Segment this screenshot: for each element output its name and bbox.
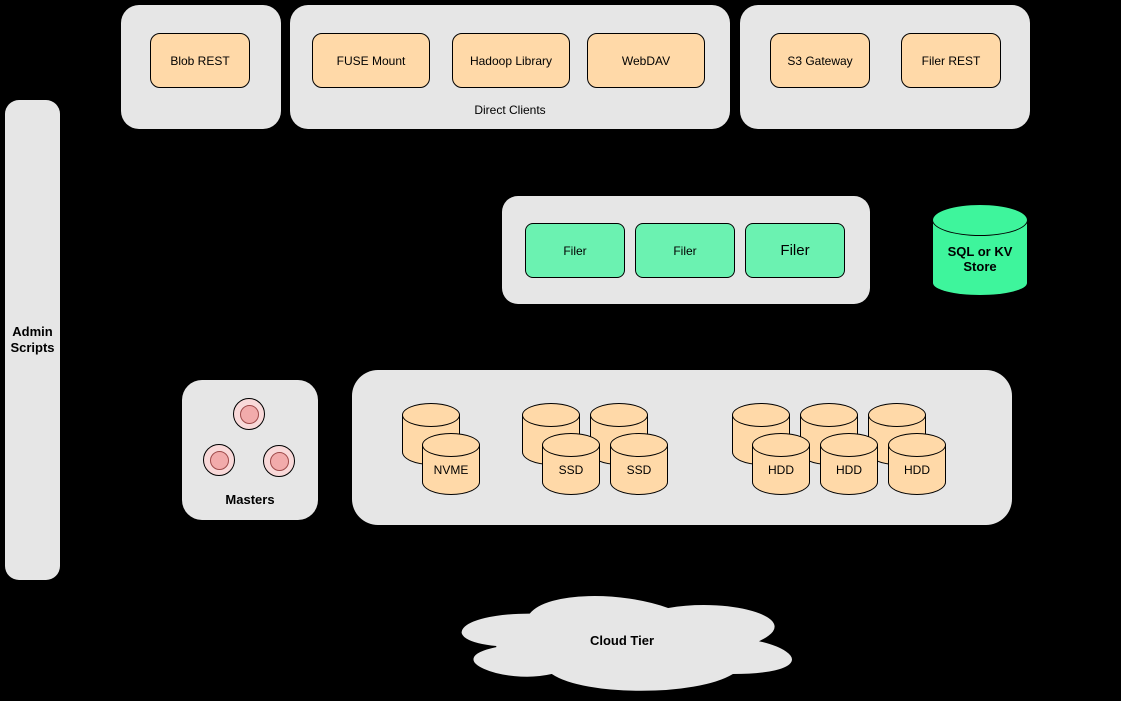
webdav-node[interactable]: WebDAV <box>587 33 705 88</box>
master-node-inner-circle <box>239 404 259 424</box>
cloud-icon <box>437 585 807 697</box>
volume-servers-group[interactable]: NVME SSD SSD <box>352 370 1012 525</box>
nvme-label: NVME <box>433 463 469 477</box>
filer-label: Filer <box>563 243 587 258</box>
cylinder-top <box>888 433 946 457</box>
hdd-cylinder[interactable]: HDD <box>820 433 878 495</box>
cylinder-top <box>542 433 600 457</box>
sql-kv-store-cylinder[interactable]: SQL or KV Store <box>932 204 1028 296</box>
hdd-label: HDD <box>904 463 930 477</box>
hadoop-library-node[interactable]: Hadoop Library <box>452 33 570 88</box>
filer-label: Filer <box>673 243 697 258</box>
filer-rest-label: Filer REST <box>921 53 981 68</box>
cylinder-top <box>732 403 790 427</box>
direct-clients-group[interactable]: FUSE Mount Hadoop Library WebDAV Direct … <box>290 5 730 129</box>
blob-rest-label: Blob REST <box>170 53 230 68</box>
cloud-tier-label: Cloud Tier <box>589 633 655 648</box>
master-node-inner-circle <box>269 451 289 471</box>
webdav-label: WebDAV <box>621 53 671 68</box>
cylinder-top <box>868 403 926 427</box>
filer-node[interactable]: Filer <box>745 223 845 278</box>
master-node-circle[interactable] <box>233 398 265 430</box>
ssd-cylinder[interactable]: SSD <box>542 433 600 495</box>
cylinder-top <box>590 403 648 427</box>
filer-node[interactable]: Filer <box>635 223 735 278</box>
blob-client-group[interactable]: Blob REST <box>121 5 281 129</box>
masters-label: Masters <box>225 492 275 507</box>
fuse-mount-node[interactable]: FUSE Mount <box>312 33 430 88</box>
filer-cluster-group[interactable]: Filer Filer Filer <box>502 196 870 304</box>
ssd-label: SSD <box>558 463 584 477</box>
master-node-circle[interactable] <box>203 444 235 476</box>
direct-clients-caption: Direct Clients <box>474 103 546 117</box>
hdd-cylinder[interactable]: HDD <box>888 433 946 495</box>
filer-node[interactable]: Filer <box>525 223 625 278</box>
nvme-cylinder[interactable]: NVME <box>422 433 480 495</box>
fuse-mount-label: FUSE Mount <box>336 53 406 68</box>
cylinder-top <box>610 433 668 457</box>
s3-gateway-node[interactable]: S3 Gateway <box>770 33 870 88</box>
cylinder-top <box>422 433 480 457</box>
ssd-cylinder[interactable]: SSD <box>610 433 668 495</box>
cloud-tier-shape[interactable]: Cloud Tier <box>437 585 807 697</box>
cylinder-top <box>402 403 460 427</box>
cylinder-top <box>522 403 580 427</box>
master-node-circle[interactable] <box>263 445 295 477</box>
blob-rest-node[interactable]: Blob REST <box>150 33 250 88</box>
hadoop-library-label: Hadoop Library <box>469 53 553 68</box>
filer-label: Filer <box>780 242 810 259</box>
master-node-inner-circle <box>209 450 229 470</box>
hdd-label: HDD <box>836 463 862 477</box>
s3-gateway-label: S3 Gateway <box>787 53 853 68</box>
cylinder-top <box>752 433 810 457</box>
admin-scripts-panel[interactable]: Admin Scripts <box>5 100 60 580</box>
cylinder-top <box>800 403 858 427</box>
ssd-label: SSD <box>626 463 652 477</box>
cylinder-top <box>820 433 878 457</box>
admin-scripts-label: Admin Scripts <box>10 324 55 355</box>
hdd-cylinder[interactable]: HDD <box>752 433 810 495</box>
gateway-group[interactable]: S3 Gateway Filer REST <box>740 5 1030 129</box>
hdd-label: HDD <box>768 463 794 477</box>
cylinder-top <box>932 204 1028 236</box>
masters-group[interactable]: Masters <box>182 380 318 520</box>
sql-kv-store-label: SQL or KV Store <box>947 244 1013 274</box>
filer-rest-node[interactable]: Filer REST <box>901 33 1001 88</box>
